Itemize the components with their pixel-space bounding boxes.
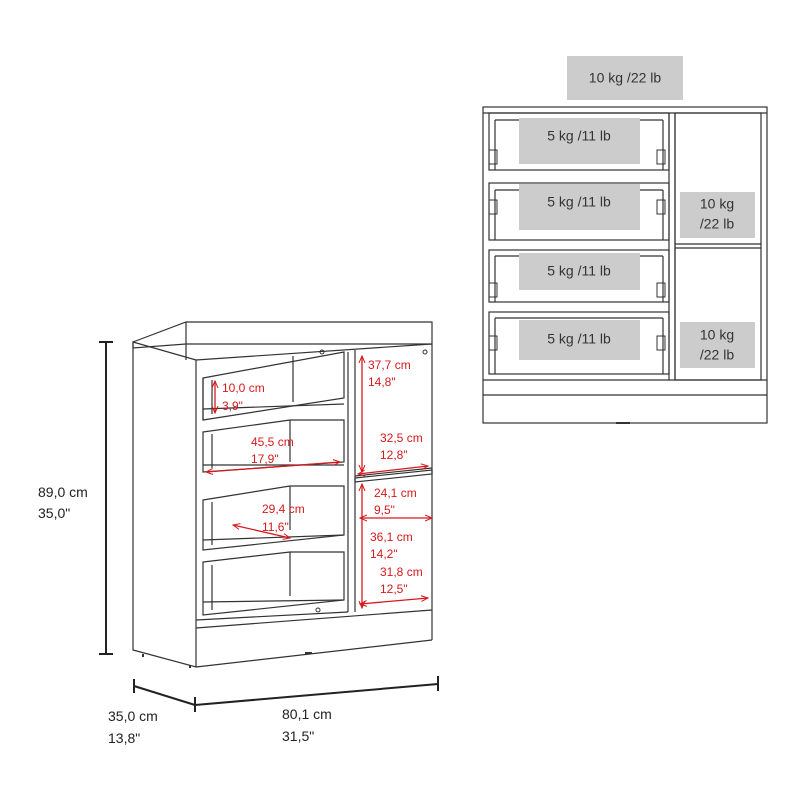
upper-shelf-depth-cm-label: 32,5 cm (380, 431, 423, 445)
lower-shelf-load-label-1: 10 kg (700, 327, 734, 343)
drawer-width-line (206, 462, 340, 472)
drawer-depth-line (233, 525, 290, 538)
front-drawer-4 (488, 311, 670, 375)
upper-shelf-load-label-1: 10 kg (700, 196, 734, 212)
upper-cabinet-height-cm-label: 37,7 cm (368, 358, 411, 372)
load-labels: 10 kg /22 lb 5 kg /11 lb 5 kg /11 lb 5 k… (519, 56, 755, 368)
drawer-height-cm-label: 10,0 cm (222, 381, 265, 395)
height-in-label: 35,0" (38, 505, 70, 521)
overall-dimension-lines (99, 341, 439, 712)
shelf-width-cm-label: 24,1 cm (374, 486, 417, 500)
depth-cm-label: 35,0 cm (108, 708, 158, 724)
height-cm-label: 89,0 cm (38, 484, 88, 500)
perspective-drawer-4 (202, 551, 345, 616)
drawer-1-load-label: 5 kg /11 lb (547, 128, 611, 144)
top-load-label: 10 kg /22 lb (589, 70, 662, 86)
upper-shelf-depth-line (358, 466, 428, 474)
width-dimension-line (194, 683, 439, 706)
drawer-4-load-label: 5 kg /11 lb (547, 331, 611, 347)
drawer-width-cm-label: 45,5 cm (251, 435, 294, 449)
drawer-3-load-box (519, 253, 640, 290)
drawer-2-load-label: 5 kg /11 lb (547, 194, 611, 210)
drawer-depth-in-label: 11,6" (262, 520, 289, 534)
upper-shelf-load-label-2: /22 lb (700, 216, 734, 232)
lower-shelf-depth-in-label: 12,5" (380, 582, 408, 596)
width-cm-label: 80,1 cm (282, 706, 332, 722)
depth-in-label: 13,8" (108, 730, 140, 746)
depth-dimension-line (133, 685, 196, 706)
lower-shelf-load-label-2: /22 lb (700, 347, 734, 363)
drawer-height-in-label: 3,9" (222, 399, 243, 413)
upper-shelf-depth-in-label: 12,8" (380, 448, 408, 462)
top-slab (132, 321, 433, 349)
interior-dimension-labels: 10,0 cm 3,9" 45,5 cm 17,9" 29,4 cm 11,6"… (222, 358, 423, 596)
lower-shelf-depth-cm-label: 31,8 cm (380, 565, 423, 579)
drawer-depth-cm-label: 29,4 cm (262, 502, 305, 516)
perspective-drawer-3 (202, 485, 345, 551)
width-in-label: 31,5" (282, 728, 314, 744)
upper-cabinet-height-in-label: 14,8" (368, 375, 396, 389)
upper-shelf-load-box (680, 192, 755, 238)
top-load-box (567, 56, 683, 100)
drawer-4-load-box (519, 320, 640, 360)
drawer-width-in-label: 17,9" (251, 452, 279, 466)
right-cabinet-outline (674, 112, 762, 381)
shelf-width-in-label: 9,5" (374, 503, 395, 517)
overall-dimension-labels: 89,0 cm 35,0" 35,0 cm 13,8" 80,1 cm 31,5… (38, 484, 332, 746)
lower-cabinet-height-cm-label: 36,1 cm (370, 530, 413, 544)
lower-shelf-depth-line (360, 598, 428, 604)
drawer-2-load-box (519, 184, 640, 230)
interior-dimension-lines (206, 356, 432, 608)
lower-cabinet-height-in-label: 14,2" (370, 547, 398, 561)
drawer-3-load-label: 5 kg /11 lb (547, 263, 611, 279)
lower-shelf-load-box (680, 322, 755, 368)
perspective-drawer-1 (202, 351, 345, 421)
drawer-1-load-box (519, 118, 640, 164)
left-side-panel (132, 341, 197, 668)
